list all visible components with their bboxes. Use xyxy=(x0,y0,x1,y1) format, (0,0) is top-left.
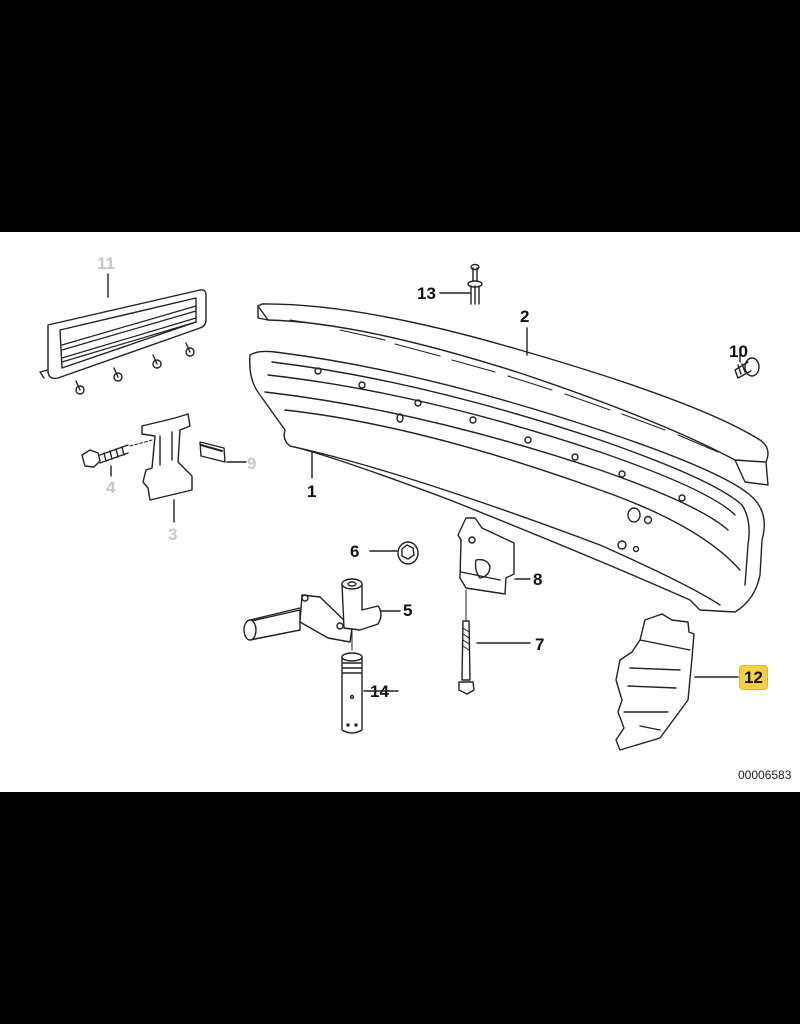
callout-3[interactable]: 3 xyxy=(168,525,178,544)
bumper-carrier-icon[interactable] xyxy=(249,350,765,613)
callout-11[interactable]: 11 xyxy=(97,254,115,273)
corner-bracket-icon[interactable] xyxy=(615,613,695,751)
callout-9[interactable]: 9 xyxy=(247,454,257,473)
callout-7[interactable]: 7 xyxy=(535,635,545,654)
callout-10[interactable]: 10 xyxy=(729,342,748,361)
callout-1[interactable]: 1 xyxy=(307,482,317,501)
letterbox-bottom xyxy=(0,792,800,1024)
bumper-trim-strip-icon[interactable] xyxy=(257,303,769,486)
impact-absorber-tube-icon[interactable] xyxy=(243,578,382,651)
callout-6[interactable]: 6 xyxy=(350,542,360,561)
hex-bolt-icon[interactable] xyxy=(458,589,475,695)
parts-diagram-canvas: 11 13 2 10 9 4 1 3 6 8 5 7 12 14 0000658… xyxy=(0,232,800,792)
callout-12-highlighted[interactable]: 12 xyxy=(739,665,768,690)
screw-icon[interactable] xyxy=(734,357,760,379)
letterbox-top xyxy=(0,0,800,232)
callout-14[interactable]: 14 xyxy=(370,682,389,701)
vent-grille-icon[interactable] xyxy=(39,289,207,395)
callout-2[interactable]: 2 xyxy=(520,307,530,326)
mounting-bracket-icon[interactable] xyxy=(141,413,193,501)
callout-13[interactable]: 13 xyxy=(417,284,436,303)
support-bracket-icon[interactable] xyxy=(457,517,515,595)
clip-nut-icon[interactable] xyxy=(199,441,226,463)
hex-nut-icon[interactable] xyxy=(397,541,419,565)
diagram-reference-number: 00006583 xyxy=(738,768,792,782)
expanding-rivet-icon[interactable] xyxy=(467,263,483,305)
callout-8[interactable]: 8 xyxy=(533,570,543,589)
sleeve-icon[interactable] xyxy=(341,652,363,734)
hex-screw-icon[interactable] xyxy=(81,439,153,468)
callout-4[interactable]: 4 xyxy=(106,478,116,497)
parts-illustration xyxy=(39,263,769,751)
callout-5[interactable]: 5 xyxy=(403,601,413,620)
